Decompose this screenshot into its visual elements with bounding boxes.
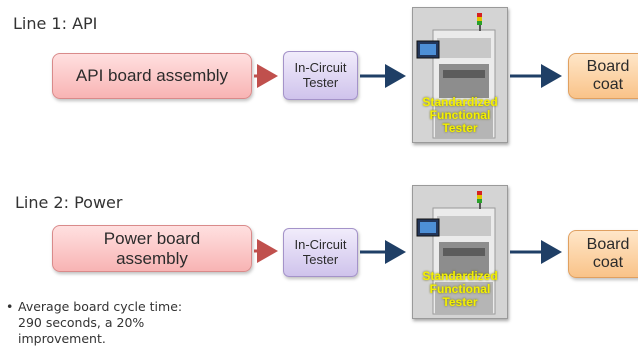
line1-functional-label-2: Functional [429, 108, 491, 122]
line1-functional-tester-photo: Standardized Functional Tester [412, 7, 508, 143]
tester-machine-image [413, 8, 507, 142]
line2-functional-label-3: Tester [442, 295, 478, 309]
line2-assembly-label-1: Power board [103, 228, 201, 248]
line2-assembly-label-2: assembly [116, 248, 188, 268]
line1-functional-label-3: Tester [442, 121, 478, 135]
line1-tester-label-1: In-Circuit [294, 59, 347, 75]
line1-assembly-label: API board assembly [75, 66, 229, 86]
line1-functional-label-1: Standardized [422, 95, 498, 109]
line2-tester-label-2: Tester [302, 251, 339, 267]
line2-assembly-box: Power board assembly [52, 225, 252, 272]
line2-title: Line 2: Power [15, 193, 123, 212]
note-bullet: • [6, 299, 14, 314]
line2-functional-tester-label: Standardized Functional Tester [413, 270, 507, 309]
line1-coat-label-1: Board [586, 57, 630, 75]
line2-tester-label-1: In-Circuit [294, 236, 347, 252]
line2-functional-label-1: Standardized [422, 269, 498, 283]
line1-assembly-box: API board assembly [52, 53, 252, 99]
line1-coat-label-2: coat [592, 76, 624, 93]
line1-board-coat-box: Board coat [568, 53, 638, 99]
line2-functional-label-2: Functional [429, 282, 491, 296]
cycle-time-note: • Average board cycle time: 290 seconds,… [6, 299, 206, 347]
line2-board-coat-box: Board coat [568, 230, 638, 278]
line1-in-circuit-tester-box: In-Circuit Tester [283, 51, 358, 100]
line1-functional-tester-label: Standardized Functional Tester [413, 96, 507, 135]
line1-title: Line 1: API [13, 14, 98, 33]
tester-machine-image-2 [413, 186, 507, 318]
line2-coat-label-1: Board [586, 235, 630, 253]
line2-functional-tester-photo: Standardized Functional Tester [412, 185, 508, 319]
line2-in-circuit-tester-box: In-Circuit Tester [283, 228, 358, 277]
line1-tester-label-2: Tester [302, 74, 339, 90]
note-text: Average board cycle time: 290 seconds, a… [18, 299, 183, 346]
line2-coat-label-2: coat [592, 254, 624, 271]
